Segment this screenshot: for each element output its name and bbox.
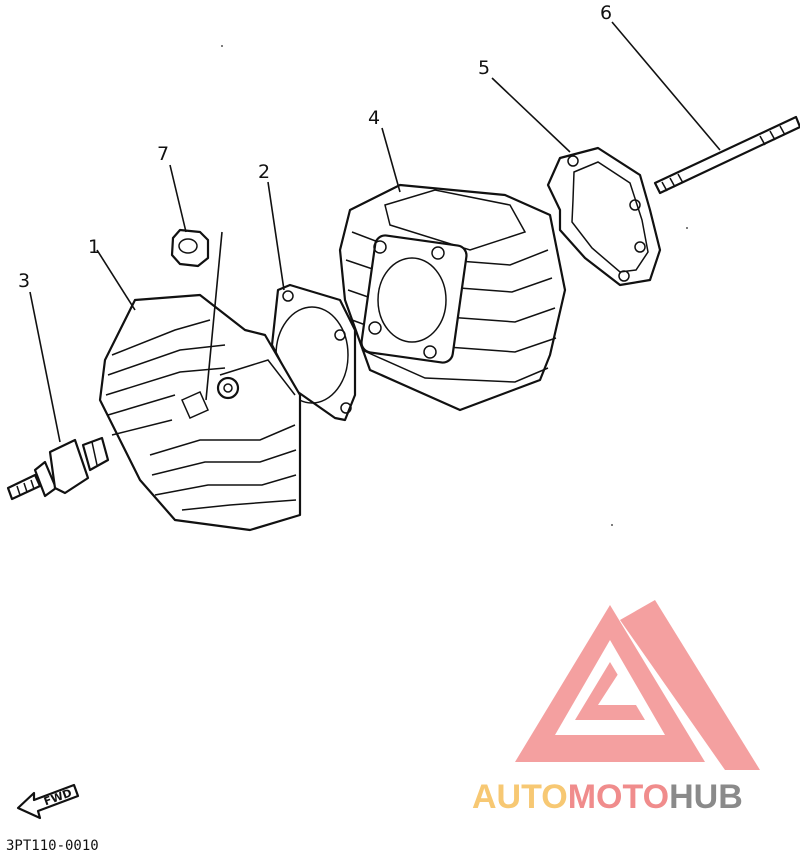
brand-part-auto: AUTO — [472, 778, 568, 816]
brand-part-moto: MOTO — [568, 778, 669, 816]
watermark-logo — [515, 600, 760, 770]
callout-2: 2 — [258, 161, 270, 183]
callout-4: 4 — [368, 107, 380, 129]
stud-bolt-part-6 — [653, 115, 800, 195]
callout-1: 1 — [88, 236, 100, 258]
nut-part-7 — [170, 228, 210, 268]
fwd-arrow-icon: FWD — [16, 783, 80, 820]
callout-6: 6 — [600, 2, 612, 24]
nut-stud-alignment-line — [205, 231, 223, 401]
callout-3: 3 — [18, 270, 30, 292]
callout-7: 7 — [157, 143, 169, 165]
base-gasket-part-5 — [546, 146, 662, 287]
brand-part-hub: HUB — [669, 778, 743, 816]
spark-plug-part-3 — [6, 436, 110, 501]
cylinder-head-part-1 — [98, 293, 302, 532]
watermark-brand-text: AUTOMOTOHUB — [472, 778, 743, 816]
callout-5: 5 — [478, 57, 490, 79]
fwd-label: FWD — [42, 786, 73, 808]
cylinder-part-4 — [338, 183, 567, 412]
leader-lines — [29, 21, 721, 443]
diagram-code: 3PT110-0010 — [6, 838, 99, 854]
